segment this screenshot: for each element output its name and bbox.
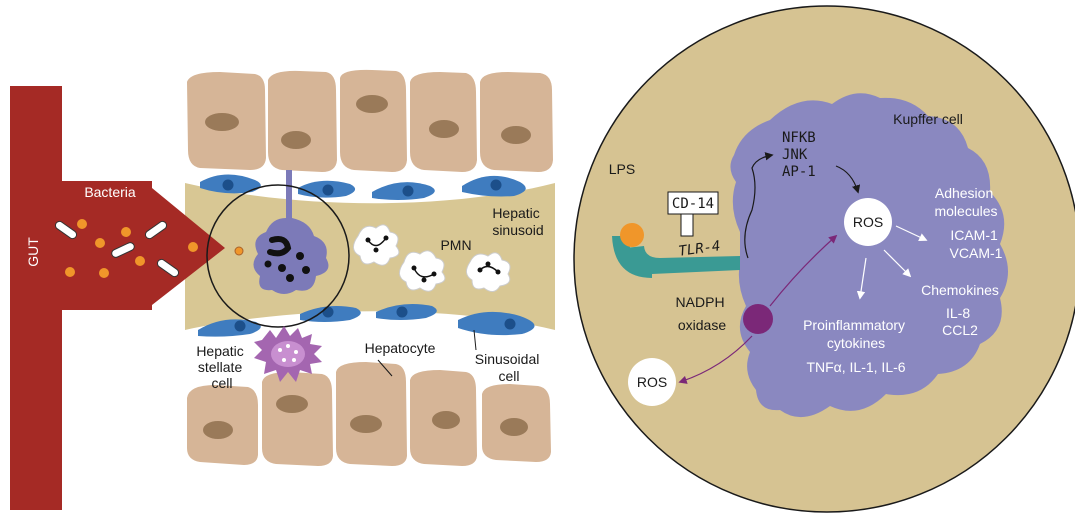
ros-inner-label: ROS (853, 214, 883, 230)
bacterium-rod (156, 258, 180, 278)
lps-particle (234, 246, 244, 256)
kupffer-cell-small (253, 170, 329, 294)
bacterium-rod (144, 220, 168, 240)
adhesion-items: ICAM-1 VCAM-1 (950, 227, 1003, 261)
hepatocytes-bottom (187, 362, 551, 466)
nadph-oxidase (743, 304, 773, 334)
chemokines-title: Chemokines (921, 282, 999, 298)
ros-outer-circle (628, 358, 676, 406)
right-panel: Kupffer cell LPS CD-14 TLR-4 NFKB JNK AP… (573, 5, 1075, 513)
bacteria-particle (121, 227, 131, 237)
cd14-marker (667, 191, 719, 237)
bacteria-particle (65, 267, 75, 277)
hepatic-stellate-cell (254, 326, 322, 382)
pmn-cells (353, 224, 511, 292)
kupffer-label: Kupffer cell (893, 111, 963, 127)
nfkb-to-ros-arrow (835, 165, 861, 194)
cytokines-title: Proinflammatory cytokines (803, 317, 909, 351)
cd14-label: CD-14 (672, 196, 714, 212)
bacteria-particle (77, 219, 87, 229)
lps-molecule (620, 223, 644, 247)
ros-to-adhesion-arrow (895, 225, 928, 241)
tlr-to-nfkb-arrow (744, 152, 774, 259)
zoom-circle (206, 184, 350, 328)
hepatocyte-pointer (377, 359, 393, 377)
gut-label: GUT (25, 237, 41, 267)
ros-to-cytokines-arrow (856, 257, 867, 300)
bacterium-rod (54, 220, 78, 240)
hepatocyte-label: Hepatocyte (365, 340, 436, 356)
ros-inner-circle (844, 198, 892, 246)
ros-to-chemokines-arrow (883, 249, 912, 278)
adhesion-title: Adhesion molecules (934, 185, 997, 219)
nadph-to-ros-inner-arrow (769, 234, 838, 307)
pmn-label: PMN (440, 237, 471, 253)
tlr4-label: TLR-4 (677, 238, 721, 260)
nadph-label: NADPH oxidase (676, 294, 729, 333)
cytokines-items: TNFα, IL-1, IL-6 (806, 359, 905, 375)
hepatic-sinusoid-label: Hepatic sinusoid (492, 205, 543, 238)
bacteria-group (54, 219, 244, 278)
chemokines-items: IL-8 CCL2 (942, 305, 978, 338)
signaling-labels: NFKB JNK AP-1 (782, 130, 824, 180)
gut-arrow (10, 86, 225, 510)
hepatocytes-top (187, 69, 553, 172)
sinusoidal-cell-label: Sinusoidal cell (475, 351, 544, 384)
bacterium-rod (111, 242, 135, 258)
hepatic-stellate-label: Hepatic stellate cell (196, 343, 247, 391)
left-panel: GUT Bacteria Hepatic sinusoid PMN Hepati… (10, 69, 555, 510)
bacteria-particle (99, 268, 109, 278)
sinusoidal-cell-pointer (473, 329, 477, 351)
tlr4-receptor (612, 223, 740, 278)
bacteria-particle (135, 256, 145, 266)
bacteria-particle (188, 242, 198, 252)
kupffer-cell (730, 93, 1008, 418)
nadph-to-ros-outer-arrow (678, 335, 753, 384)
bacteria-label: Bacteria (84, 184, 136, 200)
ros-outer-label: ROS (637, 374, 667, 390)
lps-label: LPS (609, 161, 635, 177)
bacteria-particle (95, 238, 105, 248)
